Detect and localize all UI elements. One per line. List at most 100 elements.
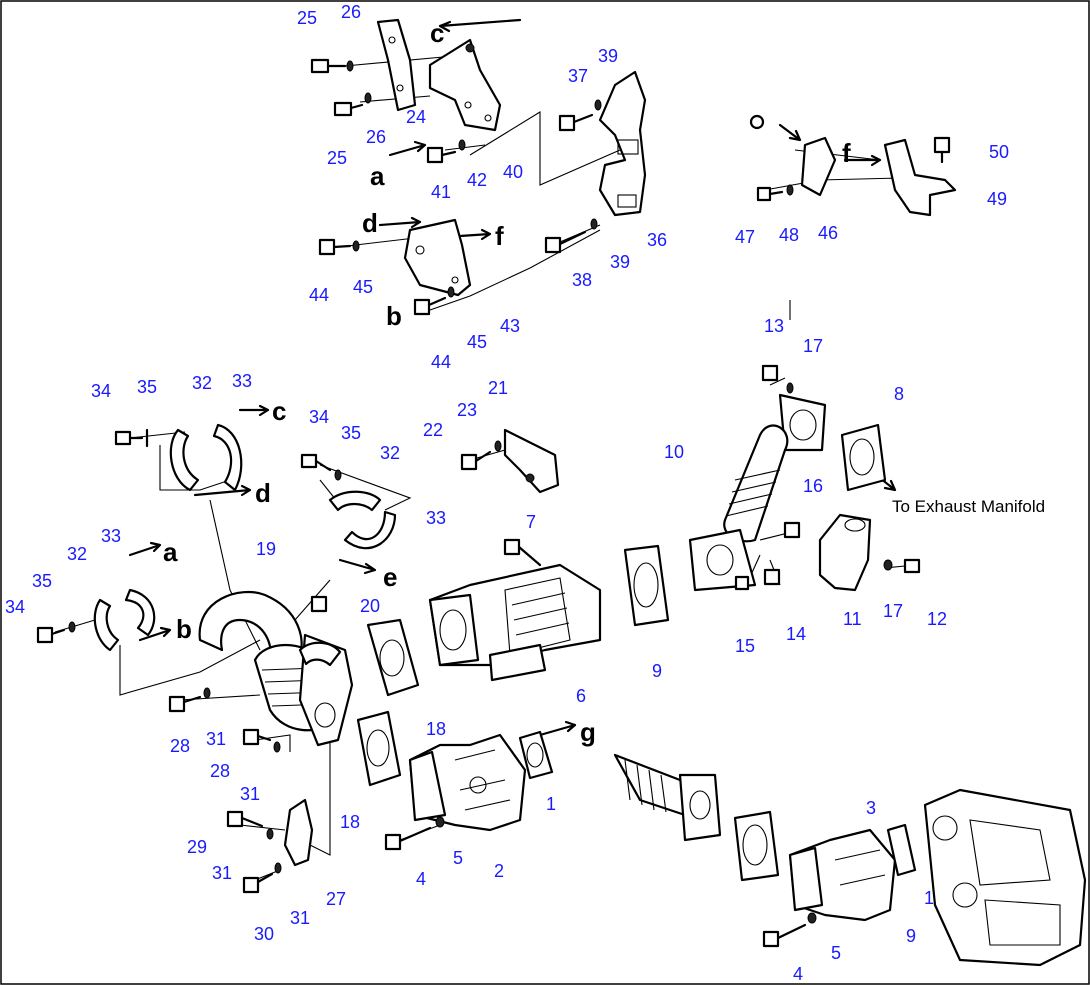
callout-6: 6 <box>576 686 586 706</box>
callout-33-mid: 33 <box>426 508 446 528</box>
callout-5-right: 5 <box>831 943 841 963</box>
callout-2: 2 <box>494 861 504 881</box>
gasket-1-right <box>886 823 917 877</box>
callout-45-lower: 45 <box>467 332 487 352</box>
callout-50: 50 <box>989 142 1009 162</box>
exhaust-manifold-note: To Exhaust Manifold <box>892 497 1045 516</box>
bolt-22 <box>460 450 492 471</box>
bolt-41 <box>426 146 457 164</box>
bolt-13 <box>761 364 779 382</box>
callout-32-lower-left: 32 <box>67 544 87 564</box>
callout-15: 15 <box>735 636 755 656</box>
washer-31-mid <box>273 741 281 753</box>
washer-17-upper <box>786 382 794 394</box>
callout-46: 46 <box>818 223 838 243</box>
ref-letter-a-top: a <box>370 161 385 191</box>
callout-39-top: 39 <box>598 46 618 66</box>
bolt-44-top <box>318 238 352 256</box>
callout-5-left: 5 <box>453 848 463 868</box>
callout-12: 12 <box>927 609 947 629</box>
callout-4-right: 4 <box>793 964 803 984</box>
washer-48 <box>786 184 794 196</box>
callout-44-lower: 44 <box>431 352 451 372</box>
bracket-24 <box>376 18 417 112</box>
clamp-half-32-lower-left <box>93 598 120 652</box>
bolt-29 <box>226 810 264 828</box>
bolt-50 <box>933 136 951 164</box>
exhaust-pipe-19 <box>198 590 354 747</box>
callout-17-lower: 17 <box>883 601 903 621</box>
nut-top-right <box>749 114 765 130</box>
callout-26-top: 26 <box>341 2 361 22</box>
bolt-25-lower <box>333 101 364 117</box>
washer-26-top <box>346 60 354 72</box>
washer-23 <box>494 440 502 452</box>
ref-letter-f-right: f <box>842 138 851 168</box>
callout-48: 48 <box>779 225 799 245</box>
engine-block <box>923 788 1087 967</box>
bracket-27 <box>283 798 314 867</box>
callout-11: 11 <box>843 609 862 629</box>
bracket-46 <box>800 136 837 197</box>
callout-40: 40 <box>503 162 523 182</box>
callout-35-mid: 35 <box>341 423 361 443</box>
clamp-half-33-lower-left <box>124 588 156 637</box>
callout-4-left: 4 <box>416 869 426 889</box>
callout-25-lower: 25 <box>327 148 347 168</box>
bracket-49 <box>883 138 957 217</box>
ref-letter-f-top: f <box>495 221 504 251</box>
bolt-34-mid <box>300 453 332 472</box>
callout-23: 23 <box>457 400 477 420</box>
callout-21: 21 <box>488 378 508 398</box>
clamp-half-33-mid <box>343 510 397 550</box>
callout-8: 8 <box>894 384 904 404</box>
washer-5-right <box>807 912 817 924</box>
bolt-47 <box>756 186 784 202</box>
callout-35-upper-left: 35 <box>137 377 157 397</box>
ref-letter-a-left: a <box>163 537 178 567</box>
bolt-28-upper <box>168 695 202 713</box>
washer-31-upper <box>203 687 211 699</box>
callout-39-lower: 39 <box>610 252 630 272</box>
bracket-21 <box>503 428 560 494</box>
callout-27: 27 <box>326 889 346 909</box>
callout-32-mid: 32 <box>380 443 400 463</box>
callout-1-right: 1 <box>924 888 934 908</box>
callout-25-top: 25 <box>297 8 317 28</box>
bolt-4-left <box>384 826 432 851</box>
washer-35-mid <box>334 469 342 481</box>
callout-37: 37 <box>568 66 588 86</box>
gasket-1-left <box>518 730 554 780</box>
washer-31-low <box>266 828 274 840</box>
callout-26-lower: 26 <box>366 127 386 147</box>
washer-31-bottom <box>274 862 282 874</box>
bracket-43 <box>403 218 472 297</box>
callout-34-lower-left: 34 <box>5 597 25 617</box>
ref-letter-e: e <box>383 562 397 592</box>
turbo-housing-3 <box>788 828 897 922</box>
callout-42: 42 <box>467 170 487 190</box>
washer-45-top <box>352 240 360 252</box>
callout-3: 3 <box>866 798 876 818</box>
bolt-4-right <box>762 923 807 948</box>
bolt-34-upper-left <box>114 430 144 446</box>
bolt-34-lower-left <box>36 626 66 644</box>
bolt-7 <box>503 538 542 567</box>
washer-39-top <box>594 99 602 111</box>
gasket-18-upper <box>366 618 420 697</box>
callout-numbers: 25 26 24 26 25 37 39 41 42 40 36 38 39 4… <box>5 2 1009 984</box>
callout-16: 16 <box>803 476 823 496</box>
gasket-9-middle <box>623 544 670 627</box>
callout-31-bottom: 31 <box>290 908 310 928</box>
bracket-36 <box>598 70 647 217</box>
washer-17-lower <box>883 559 893 571</box>
callout-19: 19 <box>256 539 276 559</box>
callout-33-upper-left: 33 <box>232 371 252 391</box>
bolt-28-lower <box>242 728 272 746</box>
bracket-11 <box>818 513 872 592</box>
bracket-40 <box>428 38 502 132</box>
bolt-38 <box>544 230 587 254</box>
washer-5-left <box>435 816 445 828</box>
gasket-18-lower <box>356 710 402 787</box>
